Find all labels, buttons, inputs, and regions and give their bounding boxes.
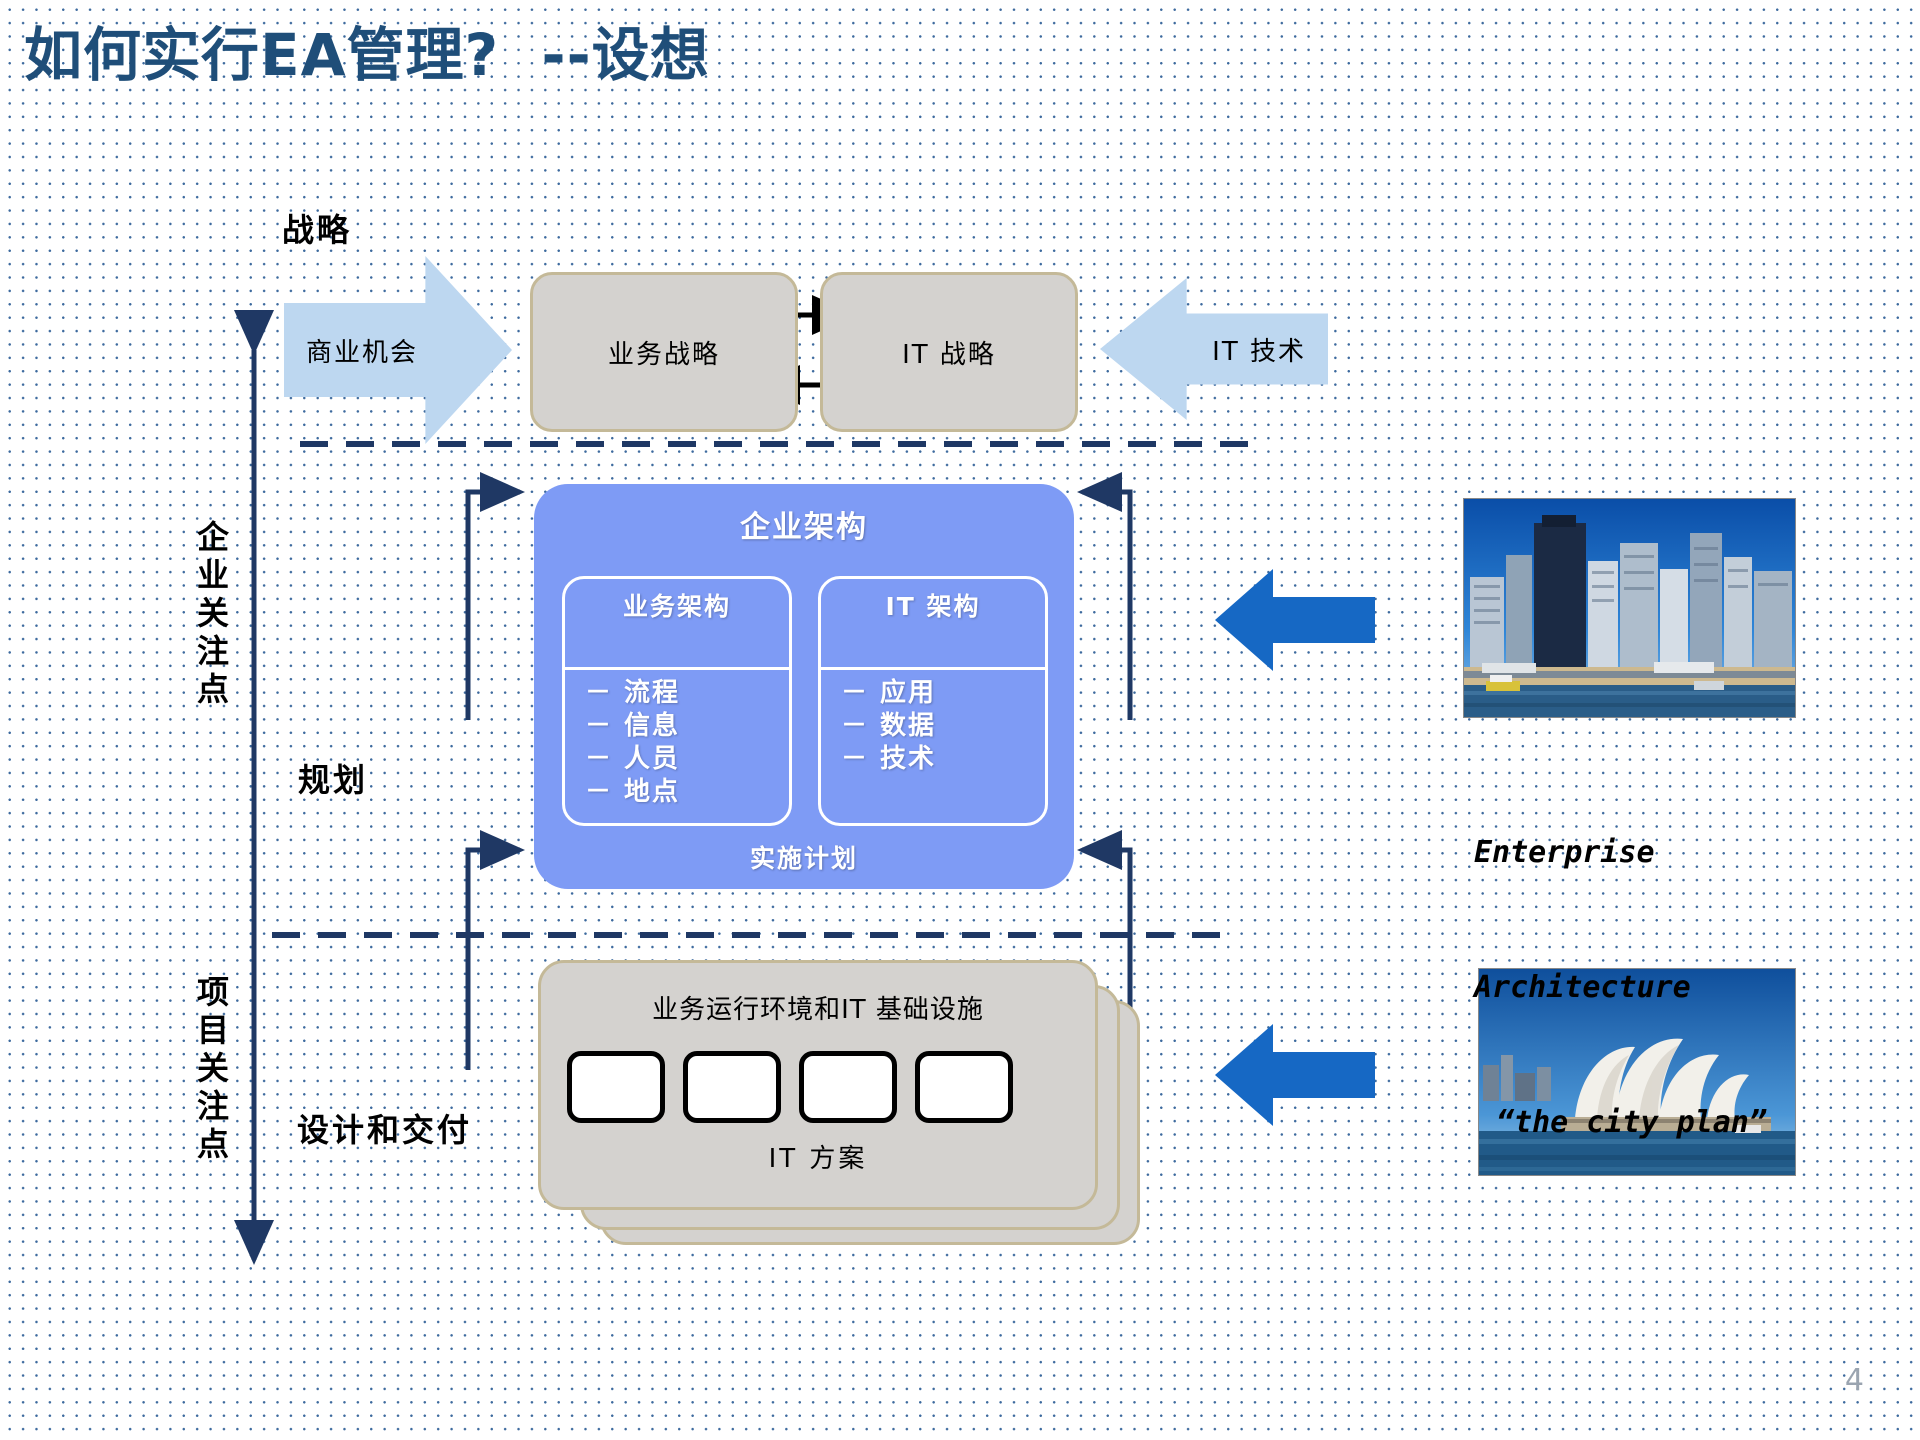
it-technology-label: IT 技术 xyxy=(1212,336,1306,367)
business-architecture-title: 业务架构 xyxy=(622,592,731,621)
caption-line-3: “the city plan” xyxy=(1496,1105,1767,1140)
it-architecture-list: － 应用 － 数据 － 技术 xyxy=(841,677,1039,776)
business-architecture-divider xyxy=(565,667,789,670)
delivery-bottom-title: IT 方案 xyxy=(768,1144,868,1174)
list-item: － 数据 xyxy=(841,711,937,741)
implementation-plan-label: 实施计划 xyxy=(749,844,858,873)
axis-label-planning: 规划 xyxy=(298,761,369,799)
photo-caption: Enterprise Architecture “the city plan” xyxy=(1474,740,1767,1235)
axis-label-strategy: 战略 xyxy=(282,211,353,249)
enterprise-architecture-title: 企业架构 xyxy=(740,510,868,545)
business-strategy-box[interactable]: 业务战略 xyxy=(530,272,798,432)
delivery-top-title: 业务运行环境和IT 基础设施 xyxy=(652,995,984,1025)
list-item: － 应用 xyxy=(841,678,937,708)
it-architecture-divider xyxy=(821,667,1045,670)
axis-label-design-delivery: 设计和交付 xyxy=(297,1111,473,1149)
solution-chip-2[interactable] xyxy=(683,1051,781,1123)
it-strategy-box[interactable]: IT 战略 xyxy=(820,272,1078,432)
business-strategy-label: 业务战略 xyxy=(607,339,720,370)
business-opportunity-label: 商业机会 xyxy=(306,337,419,368)
solution-chip-1[interactable] xyxy=(567,1051,665,1123)
page-title: 如何实行EA管理? --设想 xyxy=(24,21,710,89)
solution-chip-4[interactable] xyxy=(915,1051,1013,1123)
it-architecture-panel[interactable]: IT 架构 － 应用 － 数据 － 技术 xyxy=(818,576,1048,826)
delivery-card-front[interactable]: 业务运行环境和IT 基础设施 IT 方案 xyxy=(538,960,1098,1210)
it-strategy-label: IT 战略 xyxy=(902,339,996,370)
it-architecture-title: IT 架构 xyxy=(885,592,981,621)
caption-line-1: Enterprise xyxy=(1474,835,1655,870)
enterprise-architecture-box[interactable]: 企业架构 业务架构 － 流程 － 信息 － 人员 － 地点 IT 架构 － 应用… xyxy=(534,484,1074,889)
page-number: 4 xyxy=(1844,1363,1864,1398)
solution-chip-3[interactable] xyxy=(799,1051,897,1123)
caption-line-2: Architecture xyxy=(1474,970,1691,1005)
list-item: － 地点 xyxy=(585,777,681,807)
list-item: － 流程 xyxy=(585,678,681,708)
business-architecture-list: － 流程 － 信息 － 人员 － 地点 xyxy=(585,677,783,809)
axis-label-enterprise-focus: 企业关注点 xyxy=(192,520,230,710)
business-architecture-panel[interactable]: 业务架构 － 流程 － 信息 － 人员 － 地点 xyxy=(562,576,792,826)
list-item: － 人员 xyxy=(585,744,681,774)
blue-arrow-bottom xyxy=(1215,1024,1375,1126)
sydney-opera-house-photo xyxy=(1478,968,1796,1176)
axis-label-project-focus: 项目关注点 xyxy=(192,975,230,1165)
list-item: － 信息 xyxy=(585,711,681,741)
city-skyline-photo xyxy=(1463,498,1796,718)
blue-arrow-top xyxy=(1215,569,1375,671)
list-item: － 技术 xyxy=(841,744,937,774)
